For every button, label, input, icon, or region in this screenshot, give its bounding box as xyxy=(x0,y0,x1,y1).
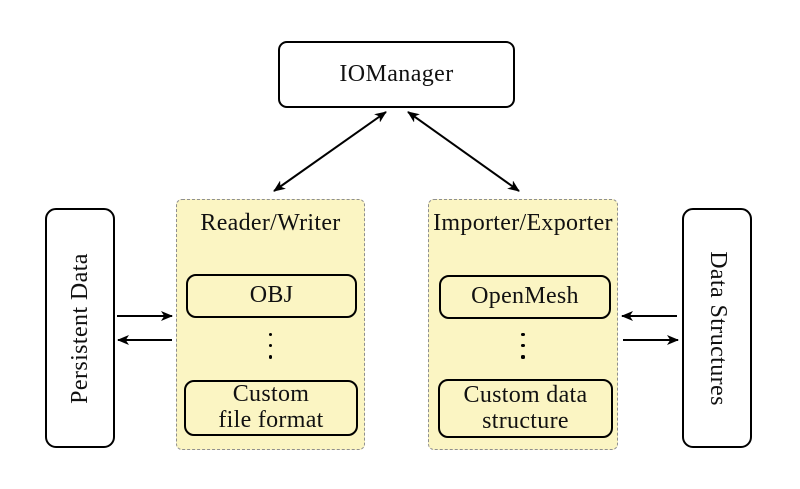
vertical-ellipsis-icon xyxy=(177,333,364,359)
vertical-ellipsis-icon xyxy=(429,333,617,359)
node-persistent-data: Persistent Data xyxy=(45,208,115,448)
panel-importer-exporter-title: Importer/Exporter xyxy=(433,210,613,236)
node-custom-data-structure-line1: Custom data xyxy=(463,381,588,408)
panel-reader-writer: Reader/Writer OBJ Custom file format xyxy=(176,199,365,450)
node-data-structures-label: Data Structures xyxy=(704,250,731,406)
arrow-iomanager-importerexporter xyxy=(407,111,520,192)
node-custom-file-format-line2: file format xyxy=(218,407,324,433)
panel-importer-exporter: Importer/Exporter OpenMesh Custom data s… xyxy=(428,199,618,450)
node-persistent-data-label: Persistent Data xyxy=(66,252,93,404)
node-data-structures: Data Structures xyxy=(682,208,752,448)
node-iomanager: IOManager xyxy=(278,41,515,108)
node-obj-label: OBJ xyxy=(249,282,294,309)
node-custom-data-structure-line2: structure xyxy=(482,407,569,434)
node-custom-file-format-line1: Custom xyxy=(232,381,310,408)
node-openmesh-label: OpenMesh xyxy=(471,283,579,310)
node-obj: OBJ xyxy=(186,274,357,318)
node-openmesh: OpenMesh xyxy=(439,275,611,319)
node-custom-data-structure: Custom data structure xyxy=(438,379,613,438)
node-custom-file-format: Custom file format xyxy=(184,380,358,436)
node-iomanager-label: IOManager xyxy=(339,61,454,87)
arrow-iomanager-readerwriter xyxy=(273,111,387,192)
panel-reader-writer-title: Reader/Writer xyxy=(200,210,341,236)
